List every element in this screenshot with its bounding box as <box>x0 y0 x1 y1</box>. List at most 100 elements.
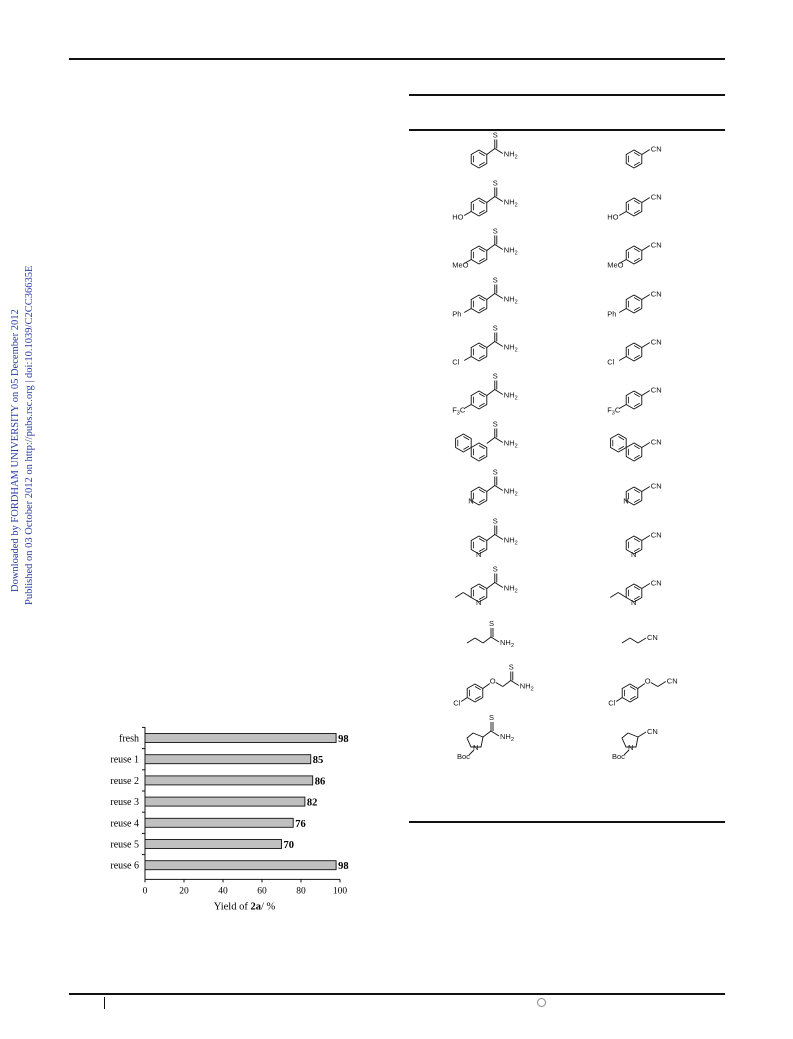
value-label: 86 <box>315 776 326 787</box>
watermark-line-2: Published on 03 October 2012 on http://p… <box>24 266 35 605</box>
nitrile-label: CN <box>651 241 662 250</box>
ring-nitrogen-label: N <box>476 598 481 607</box>
category-label: reuse 4 <box>110 818 139 829</box>
footer-page-separator <box>104 997 105 1009</box>
nitrile-label: CN <box>647 727 658 736</box>
amine-label: NH2 <box>500 638 514 649</box>
ring-nitrogen-label: N <box>628 743 633 752</box>
amine-label: NH2 <box>504 487 518 498</box>
substituent-label: Cl <box>453 699 460 708</box>
ring-nitrogen-label: N <box>631 550 636 559</box>
nitrile-label: CN <box>651 530 662 539</box>
sulfur-label: S <box>493 323 498 332</box>
ether-oxygen-label: O <box>645 677 651 686</box>
boc-label: Boc <box>612 752 625 761</box>
substituent-label: Ph <box>452 309 461 318</box>
x-tick-label: 80 <box>296 886 306 896</box>
sulfur-label: S <box>493 227 498 236</box>
bar-5 <box>144 839 282 849</box>
amine-label: NH2 <box>504 294 518 305</box>
x-tick-label: 60 <box>257 886 267 896</box>
x-tick-label: 0 <box>143 886 148 896</box>
nitrile-structure: CN N <box>594 517 694 570</box>
substituent-label: HO <box>607 213 618 222</box>
bar-2 <box>144 775 314 786</box>
sulfur-label: S <box>509 663 514 672</box>
sulfur-label: S <box>493 516 498 525</box>
substituent-label: F3C <box>607 405 621 416</box>
nitrile-label: CN <box>651 482 662 491</box>
sulfur-label: S <box>493 468 498 477</box>
footer-rule <box>69 993 725 995</box>
nitrile-label: CN <box>647 633 658 642</box>
nitrile-label: CN <box>667 677 678 686</box>
substituent-label: MeO <box>607 261 623 270</box>
amine-label: NH2 <box>504 150 518 161</box>
category-label: fresh <box>119 734 139 745</box>
value-label: 82 <box>307 798 318 809</box>
table-header-rule <box>409 129 725 131</box>
substituent-label: Cl <box>452 357 459 366</box>
nitrile-structure: CN <box>594 420 694 473</box>
category-label: reuse 3 <box>110 797 139 808</box>
x-axis-label: Yield of 2a/ % <box>214 901 276 912</box>
nitrile-structure: CN <box>594 131 694 184</box>
table-top-rule <box>409 94 725 96</box>
substituent-label: Cl <box>608 699 615 708</box>
substituent-label: HO <box>452 213 463 222</box>
nitrile-label: CN <box>651 289 662 298</box>
amine-label: NH2 <box>520 682 534 693</box>
amine-label: NH2 <box>500 732 514 743</box>
value-label: 98 <box>338 861 349 872</box>
bar-1 <box>144 754 312 765</box>
sulfur-label: S <box>493 564 498 573</box>
bar-3 <box>144 796 306 807</box>
nitrile-structure: O CN Cl <box>594 661 694 714</box>
substituent-label: Ph <box>607 309 616 318</box>
nitrile-label: CN <box>651 337 662 346</box>
x-tick-label: 40 <box>218 886 228 896</box>
nitrile-label: CN <box>651 145 662 154</box>
header-rule <box>69 58 725 60</box>
amine-label: NH2 <box>504 439 518 450</box>
boc-label: Boc <box>457 752 470 761</box>
ring-nitrogen-label: N <box>631 598 636 607</box>
table-bottom-rule <box>409 821 725 823</box>
nitrile-structure: CN <box>594 613 694 666</box>
substituent-label: F3C <box>452 405 466 416</box>
x-tick-label: 20 <box>179 886 189 896</box>
amine-label: NH2 <box>504 535 518 546</box>
sulfur-label: S <box>493 131 498 140</box>
category-label: reuse 2 <box>110 776 139 787</box>
footer-circle-icon <box>537 998 546 1007</box>
amine-label: NH2 <box>504 583 518 594</box>
amine-label: NH2 <box>504 246 518 257</box>
value-label: 85 <box>313 755 324 766</box>
ring-nitrogen-label: N <box>468 497 473 506</box>
substituent-label: MeO <box>452 261 468 270</box>
bar-6 <box>144 860 337 871</box>
